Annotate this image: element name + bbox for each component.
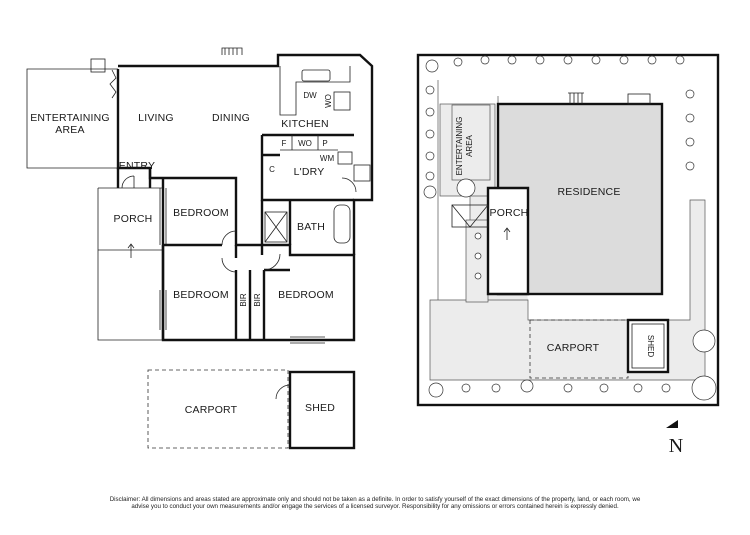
laundry-door <box>341 177 357 193</box>
porch-outline <box>97 187 163 341</box>
kitchen-stair-ledge <box>221 47 243 55</box>
north-arrow-icon <box>666 420 678 428</box>
label-wo-top: WO <box>324 94 333 108</box>
entry-door-arc <box>121 175 135 189</box>
cooktop <box>333 91 351 111</box>
kitchen-bench <box>279 66 351 116</box>
steps-laundry <box>353 164 371 182</box>
label-bedroom-3: BEDROOM <box>278 289 334 301</box>
label-kitchen: KITCHEN <box>281 118 329 130</box>
porch-arrow <box>127 243 135 258</box>
entertaining-feature <box>90 58 106 73</box>
label-laundry: L'DRY <box>294 166 325 178</box>
entry-walls <box>116 168 152 188</box>
bedroom2-window <box>159 290 167 330</box>
label-dining: DINING <box>212 112 250 124</box>
carport-outline <box>147 369 289 449</box>
shrub-row-left <box>423 85 482 280</box>
shed-outline <box>288 370 356 450</box>
bedroom3-window <box>290 336 325 344</box>
label-wall-oven: WO <box>298 139 312 148</box>
fridge-box <box>280 135 338 151</box>
shower-cross <box>264 211 288 243</box>
bedroom-divider-top <box>161 243 238 340</box>
label-shed: SHED <box>305 402 335 414</box>
stair-lines <box>224 48 238 55</box>
label-bir-2: BIR <box>253 293 262 307</box>
label-fridge: F <box>282 139 287 148</box>
north-label: N <box>669 435 683 457</box>
site-label-carport: CARPORT <box>547 342 600 354</box>
paving-porch-path <box>465 219 489 303</box>
site-label-entertaining-l1: ENTERTAINING <box>455 117 464 176</box>
entertaining-area-outline <box>26 68 118 169</box>
label-entertaining-area-l1: ENTERTAINING <box>30 112 110 124</box>
label-porch: PORCH <box>114 213 153 225</box>
site-label-porch: PORCH <box>490 207 529 219</box>
bath-walls <box>260 200 292 255</box>
wm-box <box>337 151 353 165</box>
shrub-row-top <box>425 55 685 73</box>
label-carport: CARPORT <box>185 404 238 416</box>
entertaining-zigzag <box>109 69 117 99</box>
site-plan: ENTERTAINING AREA RESIDENCE PORCH CARPOR… <box>416 53 720 457</box>
label-entertaining-area-l2: AREA <box>55 124 84 136</box>
porch-window <box>159 188 167 245</box>
bir-walls <box>234 268 290 340</box>
site-steps-top <box>627 93 651 105</box>
site-boundary <box>416 53 720 407</box>
house-top-wall <box>118 53 374 255</box>
bathtub <box>333 204 351 244</box>
shower <box>264 211 288 243</box>
entertaining-deck <box>451 104 491 181</box>
label-cupboard: C <box>269 165 275 174</box>
site-stairs <box>568 92 584 104</box>
label-bath: BATH <box>297 221 325 233</box>
label-bedroom-1: BEDROOM <box>173 207 229 219</box>
shrub-row-right <box>685 89 716 353</box>
kitchen-sink <box>301 69 331 82</box>
site-shed <box>626 318 670 374</box>
site-label-shed: SHED <box>646 335 655 357</box>
hall-arc-2 <box>221 257 237 273</box>
label-bir-1: BIR <box>239 293 248 307</box>
label-living: LIVING <box>138 112 174 124</box>
label-wm: WM <box>320 154 335 163</box>
label-bedroom-2: BEDROOM <box>173 289 229 301</box>
porch-deck-cross <box>451 204 489 228</box>
residence-notch <box>486 186 530 296</box>
site-label-residence: RESIDENCE <box>557 186 620 198</box>
label-dw: DW <box>303 91 317 100</box>
site-label-entertaining-l2: AREA <box>465 134 474 156</box>
porch-arrow-site <box>503 227 511 240</box>
label-entry: ENTRY <box>119 160 155 172</box>
label-pantry: P <box>322 139 327 148</box>
bedroom3-door <box>263 253 281 271</box>
site-shed-inner <box>631 323 665 369</box>
shrub-row-bottom <box>428 375 717 401</box>
hall-arc <box>221 230 237 246</box>
disclaimer-text: Disclaimer: All dimensions and areas sta… <box>109 496 641 511</box>
shed-door <box>275 384 291 400</box>
floor-plan: ENTERTAINING AREA LIVING DINING KITCHEN … <box>26 47 374 450</box>
